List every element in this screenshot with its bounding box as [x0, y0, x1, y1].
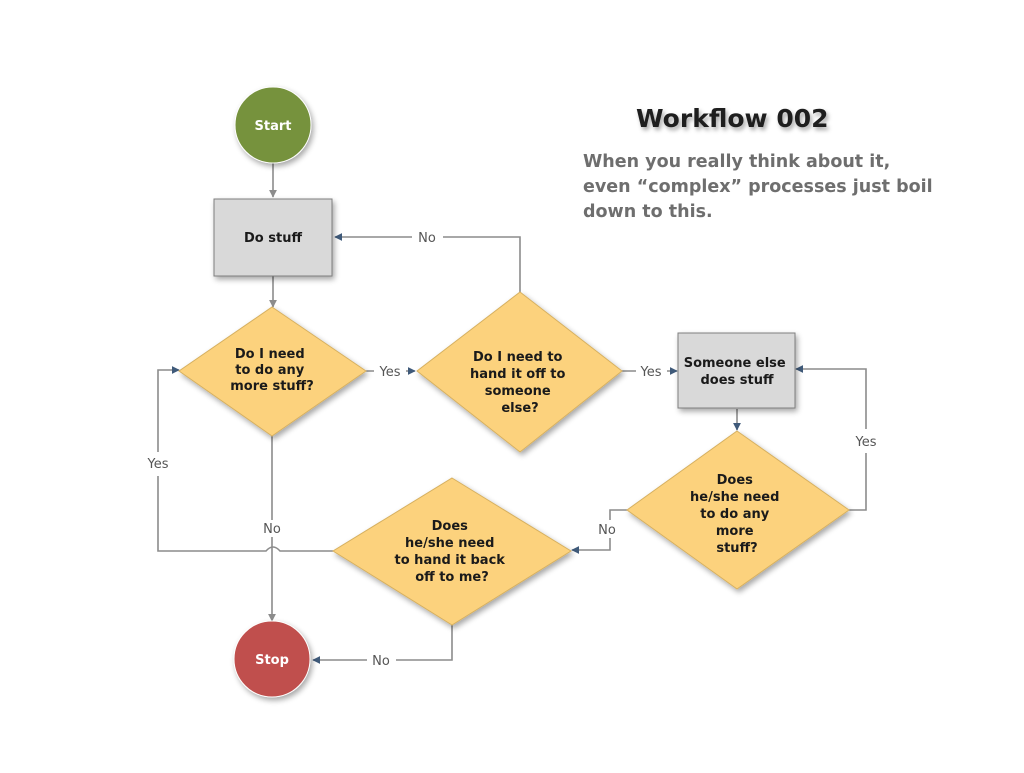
- they-more-stuff-line-2: he/she need: [690, 490, 779, 505]
- they-more-stuff-line-5: stuff?: [716, 541, 757, 556]
- someone-else-node: [677, 332, 796, 409]
- they-more-stuff-line-1: Does: [717, 473, 754, 488]
- someone-else-label: Someone else does stuff: [684, 356, 791, 388]
- edge-label-they-more-stuff-no: No: [598, 523, 616, 538]
- stop-label: Stop: [255, 653, 289, 668]
- more-stuff-line-3: more stuff?: [230, 379, 314, 394]
- hand-back-line-3: to hand it back: [395, 553, 506, 568]
- hand-back-label: Does he/she need to hand it back off to …: [395, 519, 510, 585]
- more-stuff-line-2: to do any: [235, 363, 304, 378]
- they-more-stuff-decision: [626, 430, 850, 590]
- someone-else-line-1: Someone else: [684, 356, 786, 371]
- they-more-stuff-line-3: to do any: [700, 507, 769, 522]
- edge-label-more-stuff-no: No: [263, 522, 281, 537]
- hand-back-decision: [332, 477, 572, 626]
- hand-back-line-1: Does: [432, 519, 469, 534]
- edge-they-more-stuff-no: [572, 509, 627, 550]
- page-subtitle: When you really think about it, even “co…: [583, 152, 933, 222]
- they-more-stuff-label: Does he/she need to do any more stuff?: [690, 473, 784, 556]
- edge-label-hand-back-no: No: [372, 654, 390, 669]
- edge-label-they-more-stuff-yes: Yes: [855, 435, 877, 450]
- edge-label-hand-off-no: No: [418, 231, 436, 246]
- stop-node: [233, 620, 311, 698]
- they-more-stuff-line-4: more: [716, 524, 754, 539]
- do-stuff-label: Do stuff: [244, 231, 302, 246]
- start-label: Start: [255, 119, 292, 134]
- do-stuff-node: [213, 198, 333, 277]
- edge-label-more-stuff-yes: Yes: [379, 365, 401, 380]
- more-stuff-decision: [178, 306, 367, 437]
- hand-off-line-1: Do I need to: [473, 350, 563, 365]
- start-node: [234, 86, 312, 164]
- hand-off-line-2: hand it off to: [470, 367, 566, 382]
- edge-hand-back-no: [313, 625, 453, 660]
- someone-else-line-2: does stuff: [700, 373, 774, 388]
- edge-hand-off-no: [335, 237, 521, 292]
- hand-back-line-2: he/she need: [405, 536, 494, 551]
- hand-off-decision: [416, 291, 623, 453]
- edge-label-hand-back-yes: Yes: [147, 457, 169, 472]
- hand-off-line-4: else?: [501, 401, 538, 416]
- hand-back-line-4: off to me?: [415, 570, 489, 585]
- hand-off-label: Do I need to hand it off to someone else…: [470, 350, 570, 416]
- edge-label-hand-off-yes: Yes: [640, 365, 662, 380]
- page-title: Workflow 002: [636, 104, 829, 133]
- more-stuff-label: Do I need to do any more stuff?: [230, 347, 314, 394]
- edge-they-more-stuff-yes: [796, 369, 867, 511]
- hand-off-line-3: someone: [485, 384, 551, 399]
- more-stuff-line-1: Do I need: [235, 347, 305, 362]
